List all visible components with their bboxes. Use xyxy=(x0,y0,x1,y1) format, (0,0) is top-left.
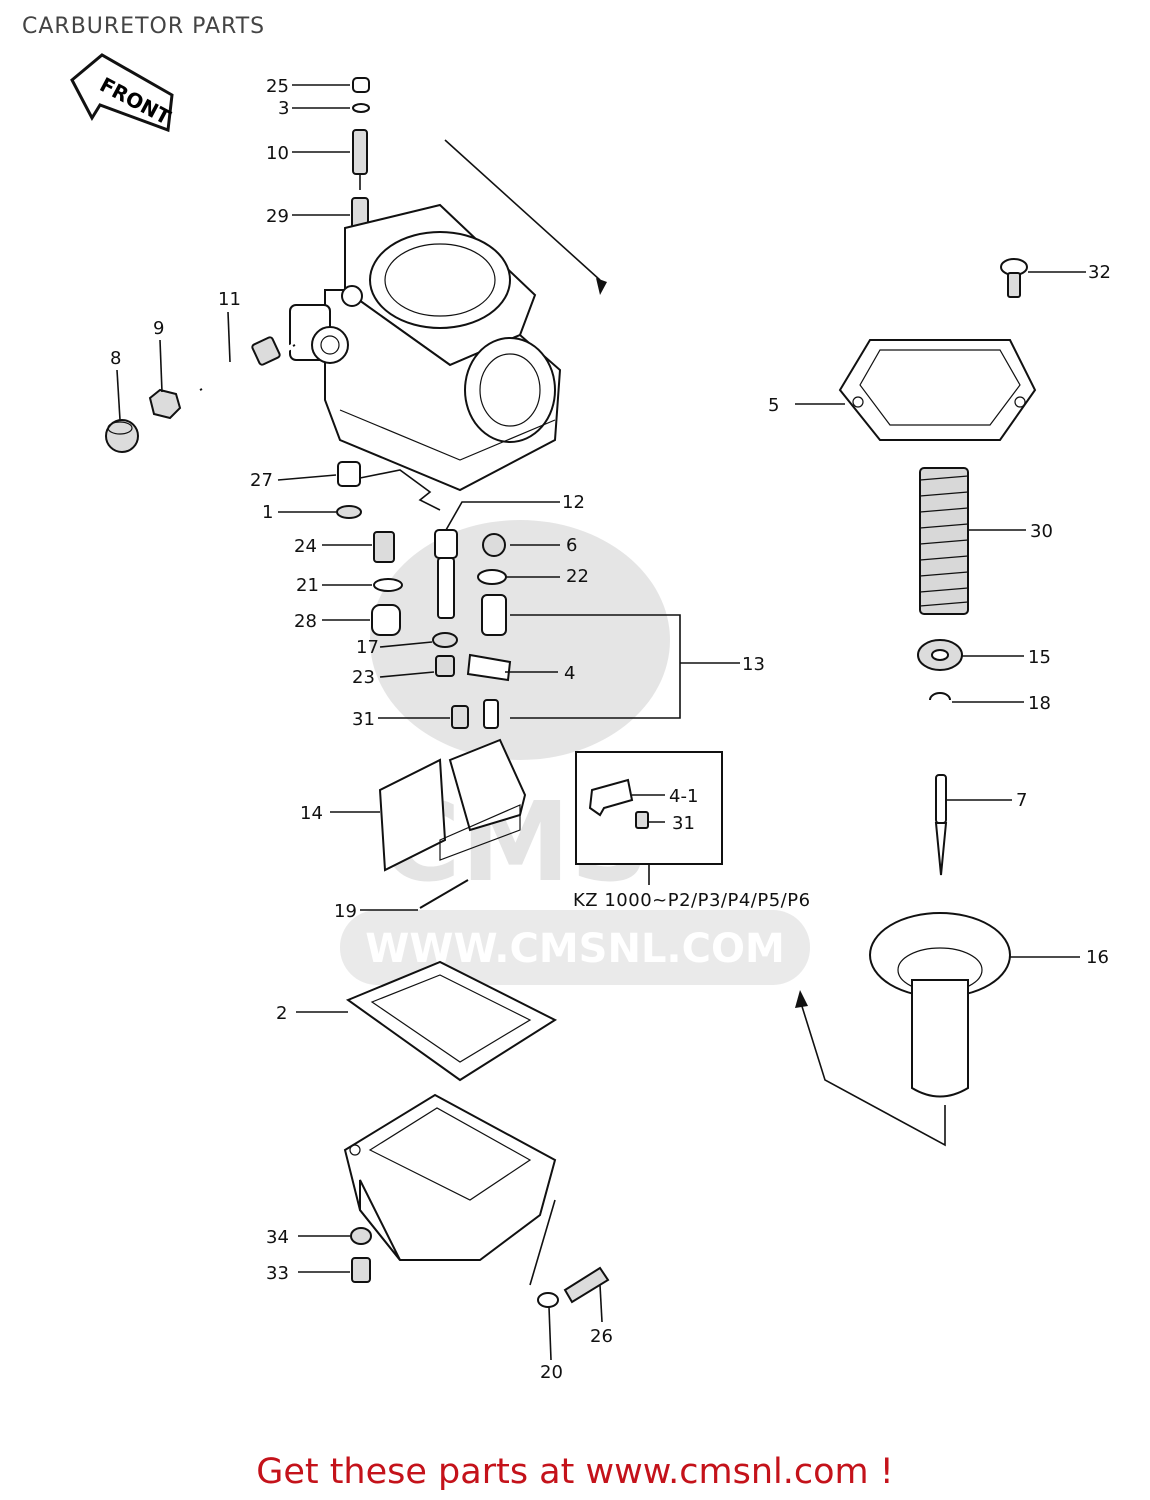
callout-11: 11 xyxy=(218,289,241,310)
callout-16: 16 xyxy=(1086,947,1109,968)
drain-screw-33 xyxy=(351,1257,371,1283)
callout-5: 5 xyxy=(768,395,779,416)
jet-needle-7 xyxy=(934,774,948,876)
page-title: CARBURETOR PARTS xyxy=(22,14,266,39)
callout-22: 22 xyxy=(566,566,589,587)
oring-22 xyxy=(477,569,507,585)
main-jet-23 xyxy=(435,655,455,677)
callout-numbers: 25 3 10 29 11 9 8 27 1 24 21 28 17 23 31… xyxy=(110,76,1111,1383)
plug-27 xyxy=(337,461,361,487)
callout-15: 15 xyxy=(1028,647,1051,668)
needle-jet-12 xyxy=(434,529,458,619)
nut-9 xyxy=(148,388,182,420)
arrow-line-bottom xyxy=(799,999,946,1147)
inset-caption: KZ 1000~P2/P3/P4/P5/P6 xyxy=(573,890,811,911)
cap-8 xyxy=(105,419,139,453)
callout-1: 1 xyxy=(262,502,273,523)
callout-33: 33 xyxy=(266,1263,289,1284)
inset-box xyxy=(575,751,723,885)
callout-9: 9 xyxy=(153,318,164,339)
plug-26 xyxy=(563,1266,610,1304)
callout-24: 24 xyxy=(294,536,317,557)
idle-screw-stack xyxy=(351,77,370,229)
gasket-2 xyxy=(345,960,558,1082)
float-valve-needle xyxy=(483,699,499,729)
retainer-15 xyxy=(917,639,963,671)
washer-17 xyxy=(432,632,458,648)
callout-20: 20 xyxy=(540,1362,563,1383)
screw-31 xyxy=(451,705,469,729)
valve-seat xyxy=(481,594,507,636)
callout-31-inset: 31 xyxy=(672,813,695,834)
callout-7: 7 xyxy=(1016,790,1027,811)
callout-32: 32 xyxy=(1088,262,1111,283)
throttle-stop-screw xyxy=(199,336,296,392)
arrow-line-top xyxy=(444,139,601,281)
callout-21: 21 xyxy=(296,575,319,596)
callout-18: 18 xyxy=(1028,693,1051,714)
callout-10: 10 xyxy=(266,143,289,164)
callout-8: 8 xyxy=(110,348,121,369)
callout-31: 31 xyxy=(352,709,375,730)
leader-lines xyxy=(116,84,1086,1361)
front-arrow: FRONT xyxy=(70,53,175,133)
callout-29: 29 xyxy=(266,206,289,227)
oring-21 xyxy=(373,578,403,592)
float-14 xyxy=(378,738,527,909)
callout-12: 12 xyxy=(562,492,585,513)
jet-6 xyxy=(482,533,506,557)
float-bowl xyxy=(343,1093,557,1261)
callout-4-1: 4-1 xyxy=(669,786,698,807)
callout-3: 3 xyxy=(278,98,289,119)
leader-step xyxy=(359,469,441,511)
spring-30 xyxy=(919,467,969,615)
callout-28: 28 xyxy=(294,611,317,632)
footer-link[interactable]: Get these parts at www.cmsnl.com ! xyxy=(256,1452,894,1492)
callout-6: 6 xyxy=(566,535,577,556)
callout-17: 17 xyxy=(356,637,379,658)
exploded-diagram: CMS WWW.CMSNL.COM FRONT xyxy=(70,53,1111,1383)
vacuum-piston-16 xyxy=(869,912,1011,1098)
callout-30: 30 xyxy=(1030,521,1053,542)
top-cover-assembly xyxy=(838,258,1037,441)
watermark-text: WWW.CMSNL.COM xyxy=(365,926,785,972)
callout-23: 23 xyxy=(352,667,375,688)
plug-28 xyxy=(371,604,401,636)
plate-4 xyxy=(466,653,512,682)
callout-2: 2 xyxy=(276,1003,287,1024)
callout-34: 34 xyxy=(266,1227,289,1248)
callout-27: 27 xyxy=(250,470,273,491)
callout-14: 14 xyxy=(300,803,323,824)
carburetor-body xyxy=(289,203,562,492)
oring-20 xyxy=(537,1292,559,1308)
washer-34 xyxy=(350,1227,372,1245)
callout-19: 19 xyxy=(334,901,357,922)
callout-13: 13 xyxy=(742,654,765,675)
pilot-jet-24 xyxy=(373,531,395,563)
bracket-13 xyxy=(510,614,681,719)
washer-1 xyxy=(336,505,362,519)
callout-4: 4 xyxy=(564,663,575,684)
clip-18 xyxy=(929,692,951,701)
callout-25: 25 xyxy=(266,76,289,97)
callout-26: 26 xyxy=(590,1326,613,1347)
